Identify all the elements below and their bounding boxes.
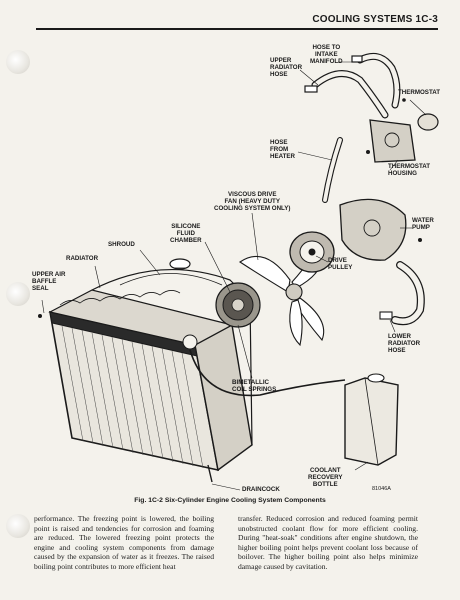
radiator-core <box>48 289 253 483</box>
thermostat-housing-shape <box>369 119 416 163</box>
label-water-pump: WATER PUMP <box>412 217 434 231</box>
body-text-left-column: performance. The freezing point is lower… <box>34 514 214 571</box>
page-header: COOLING SYSTEMS 1C-3 <box>36 14 438 30</box>
lower-hose-shape <box>379 261 425 326</box>
radiator-cap <box>169 258 191 270</box>
punch-hole-middle <box>6 282 30 306</box>
header-title: COOLING SYSTEMS 1C-3 <box>312 14 438 25</box>
drive-pulley-shape <box>289 231 335 273</box>
overflow-tube <box>189 349 346 397</box>
label-upper-air-baffle-seal: UPPER AIR BAFFLE SEAL <box>32 271 66 292</box>
body-text-right-column: transfer. Reduced corrosion and reduced … <box>238 514 418 571</box>
label-coolant-recovery-bottle: COOLANT RECOVERY BOTTLE <box>308 467 343 488</box>
label-hose-to-intake-manifold: HOSE TO INTAKE MANIFOLD <box>310 44 343 65</box>
label-radiator: RADIATOR <box>66 255 99 262</box>
label-upper-radiator-hose: UPPER RADIATOR HOSE <box>270 57 303 78</box>
figure-caption: Fig. 1C-2 Six-Cylinder Engine Cooling Sy… <box>134 497 326 504</box>
leader-lines <box>41 61 427 491</box>
thermostat-shape <box>417 113 439 131</box>
bolts <box>38 98 422 318</box>
label-drive-pulley: DRIVE PULLEY <box>328 257 353 271</box>
label-bimetallic-coil-springs: BIMETALLIC COIL SPRINGS <box>232 379 277 393</box>
figure-code: 81046A <box>372 486 391 492</box>
punch-hole-bottom <box>6 514 30 538</box>
fan-clutch <box>215 282 261 328</box>
punch-hole-top <box>6 50 30 74</box>
label-draincock: DRAINCOCK <box>242 486 280 493</box>
label-thermostat: THERMOSTAT <box>398 89 441 96</box>
water-pump-shape <box>339 198 407 261</box>
label-shroud: SHROUD <box>108 241 135 248</box>
label-lower-radiator-hose: LOWER RADIATOR HOSE <box>388 333 421 354</box>
recovery-bottle-shape <box>344 373 399 466</box>
label-silicone-fluid-chamber: SILICONE FLUID CHAMBER <box>170 223 202 244</box>
shroud-shape <box>91 269 253 446</box>
label-thermostat-housing: THERMOSTAT HOUSING <box>388 163 431 177</box>
hose-from-heater-shape <box>322 137 343 203</box>
label-hose-from-heater: HOSE FROM HEATER <box>270 139 295 160</box>
label-viscous-drive-fan: VISCOUS DRIVE FAN (HEAVY DUTY COOLING SY… <box>214 191 291 212</box>
cooling-system-diagram <box>38 52 439 491</box>
